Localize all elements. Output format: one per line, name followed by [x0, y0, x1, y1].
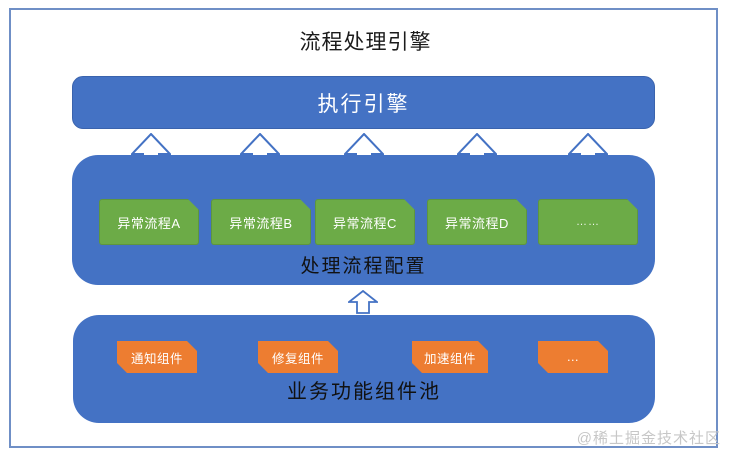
component-pool-container: 通知组件 修复组件 加速组件 … 业务功能组件池	[73, 315, 655, 423]
exception-flow-a-label: 异常流程A	[117, 215, 181, 231]
exception-flow-d-box: 异常流程D	[427, 199, 527, 245]
process-config-container: 异常流程A 异常流程B 异常流程C 异常流程D …… 处理流程配置	[72, 155, 655, 285]
repair-component-label: 修复组件	[271, 351, 324, 366]
exception-flow-c-box: 异常流程C	[315, 199, 415, 245]
accelerate-component-label: 加速组件	[423, 351, 476, 366]
exception-flow-more-label: ……	[576, 216, 600, 228]
notify-component-label: 通知组件	[130, 351, 183, 366]
exception-flow-d-label: 异常流程D	[445, 215, 509, 231]
execution-engine-box: 执行引擎	[72, 76, 655, 129]
exception-flow-c-label: 异常流程C	[333, 215, 397, 231]
repair-component-box: 修复组件	[258, 341, 338, 373]
exception-flow-a-box: 异常流程A	[99, 199, 199, 245]
page-title: 流程处理引擎	[299, 31, 432, 54]
more-component-box: …	[538, 341, 608, 373]
accelerate-component-box: 加速组件	[412, 341, 488, 373]
small-up-arrow-icon	[348, 290, 378, 314]
exception-flow-b-box: 异常流程B	[211, 199, 311, 245]
execution-engine-label: 执行引擎	[317, 92, 410, 116]
process-config-label: 处理流程配置	[300, 256, 427, 277]
more-component-label: …	[566, 350, 580, 364]
exception-flow-more-box: ……	[538, 199, 638, 245]
component-pool-label: 业务功能组件池	[287, 381, 441, 403]
watermark: @稀土掘金技术社区	[576, 430, 721, 447]
notify-component-box: 通知组件	[117, 341, 197, 373]
outer-frame	[9, 8, 718, 448]
exception-flow-b-label: 异常流程B	[229, 215, 293, 231]
